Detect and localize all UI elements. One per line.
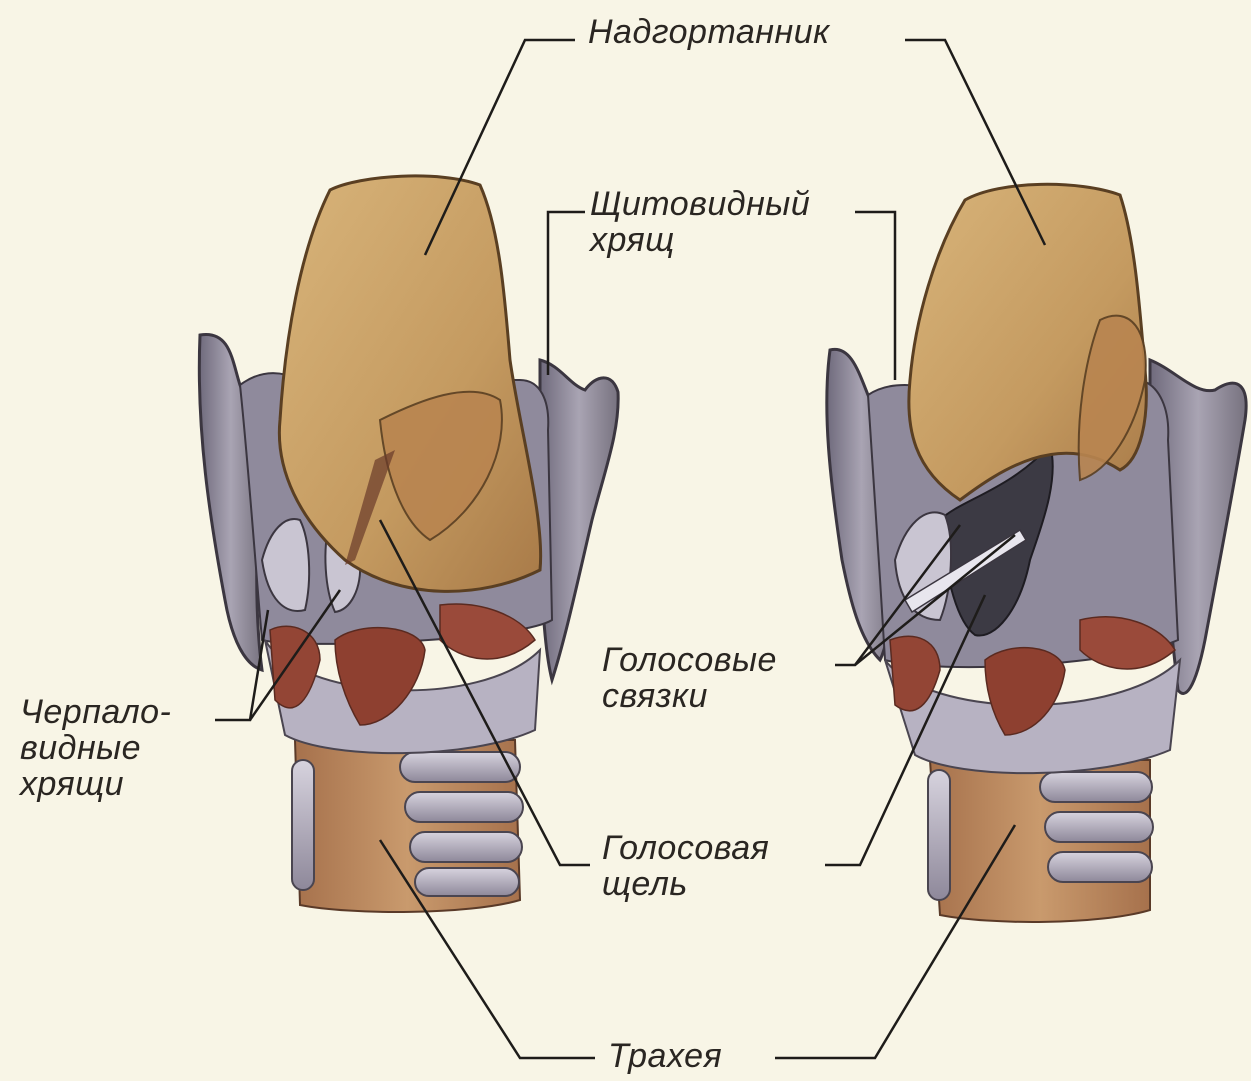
larynx-left [199, 176, 618, 912]
epiglottis-left [279, 176, 540, 591]
label-trachea: Трахея [608, 1038, 722, 1074]
label-vocal-cords: Голосовые связки [602, 642, 777, 714]
label-thyroid-cartilage: Щитовидный хрящ [590, 186, 810, 258]
leader-thyroid-right [855, 212, 895, 380]
label-arytenoid-cartilages: Черпало- видные хрящи [20, 694, 171, 802]
thyroid-cartilage-right-wing [540, 360, 618, 680]
leader-thyroid-left [548, 212, 585, 375]
label-glottis: Голосовая щель [602, 830, 769, 902]
larynx-right [827, 184, 1246, 922]
label-epiglottis: Надгортанник [588, 14, 830, 50]
